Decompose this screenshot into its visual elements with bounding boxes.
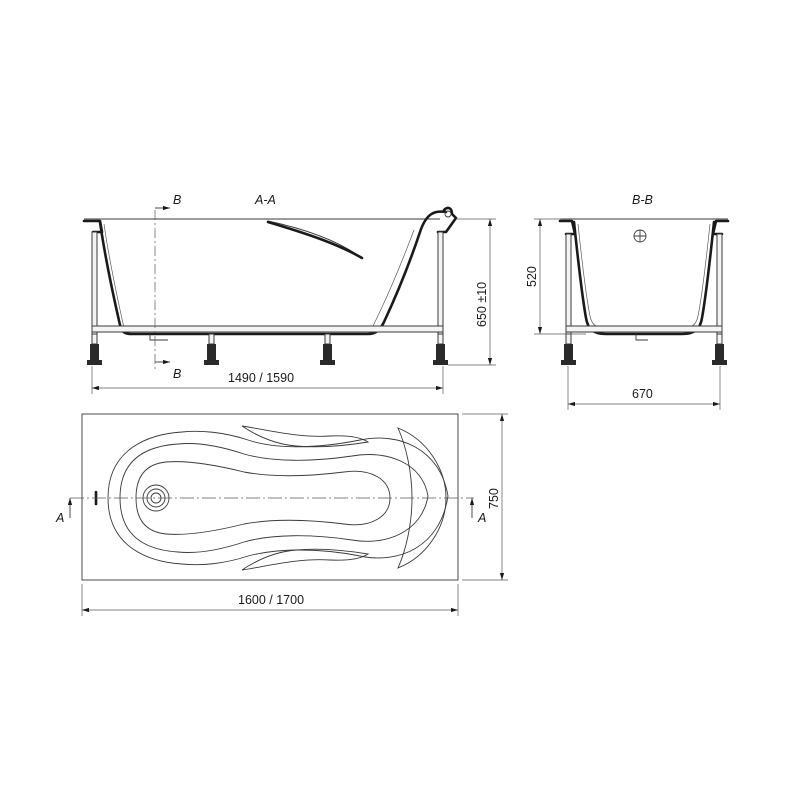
frame-leg-left	[91, 231, 98, 335]
overflow-fitting	[444, 210, 452, 218]
plan-bowl-middle	[119, 443, 429, 553]
frame-rail-bb	[565, 325, 723, 333]
right-rim-bb	[711, 219, 730, 236]
length-dimension-aa: 1490 / 1590	[91, 366, 444, 394]
plan-bowl-outer	[107, 430, 449, 566]
depth-dimension-bb: 520	[525, 218, 586, 335]
right-rim	[436, 206, 458, 234]
frame-rail	[91, 325, 444, 333]
svg-text:670: 670	[632, 387, 653, 401]
width-dimension-bb: 670	[567, 366, 721, 410]
height-dimension-aa: 650 ±10	[448, 218, 496, 366]
tub-inner-edge	[103, 223, 415, 329]
drain-pipe	[149, 334, 168, 341]
section-aa-view: B B A-A 1490 / 1590 650 ±10	[82, 193, 496, 394]
cut-label-left: A	[55, 511, 64, 525]
headrest-groove-bottom	[241, 548, 370, 571]
svg-text:1490 / 1590: 1490 / 1590	[228, 371, 294, 385]
headrest-loop	[397, 427, 447, 569]
length-dimension-plan: 1600 / 1700	[81, 584, 459, 616]
overflow-symbol	[633, 229, 647, 243]
tub-inner-edge-bb	[577, 223, 711, 330]
tub-outline-aa	[98, 210, 448, 336]
frame-leg-left-bb	[565, 233, 572, 335]
svg-text:1600 / 1700: 1600 / 1700	[238, 593, 304, 607]
plan-bowl-floor	[135, 461, 391, 535]
section-bb-title: B-B	[632, 193, 653, 207]
svg-text:750: 750	[487, 488, 501, 509]
svg-text:650 ±10: 650 ±10	[475, 282, 489, 327]
section-bb-view: B-B	[525, 193, 730, 410]
plan-outer-rim	[81, 413, 459, 581]
width-dimension-plan: 750	[462, 413, 508, 581]
tub-outline-bb	[572, 220, 716, 336]
plan-view: A A 1600 / 1700 750	[55, 413, 508, 616]
frame-leg-right-bb	[716, 233, 723, 335]
svg-text:520: 520	[525, 266, 539, 287]
headrest-curve-lower	[266, 220, 364, 260]
support-feet-aa	[87, 333, 448, 365]
left-rim-bb	[558, 219, 577, 236]
support-feet-bb	[561, 333, 727, 365]
cut-label-top: B	[173, 193, 181, 207]
frame-leg-right	[437, 231, 444, 335]
cut-label-right: A	[477, 511, 486, 525]
section-aa-title: A-A	[254, 193, 276, 207]
headrest-groove-top	[241, 425, 370, 448]
cut-label-bottom: B	[173, 367, 181, 381]
